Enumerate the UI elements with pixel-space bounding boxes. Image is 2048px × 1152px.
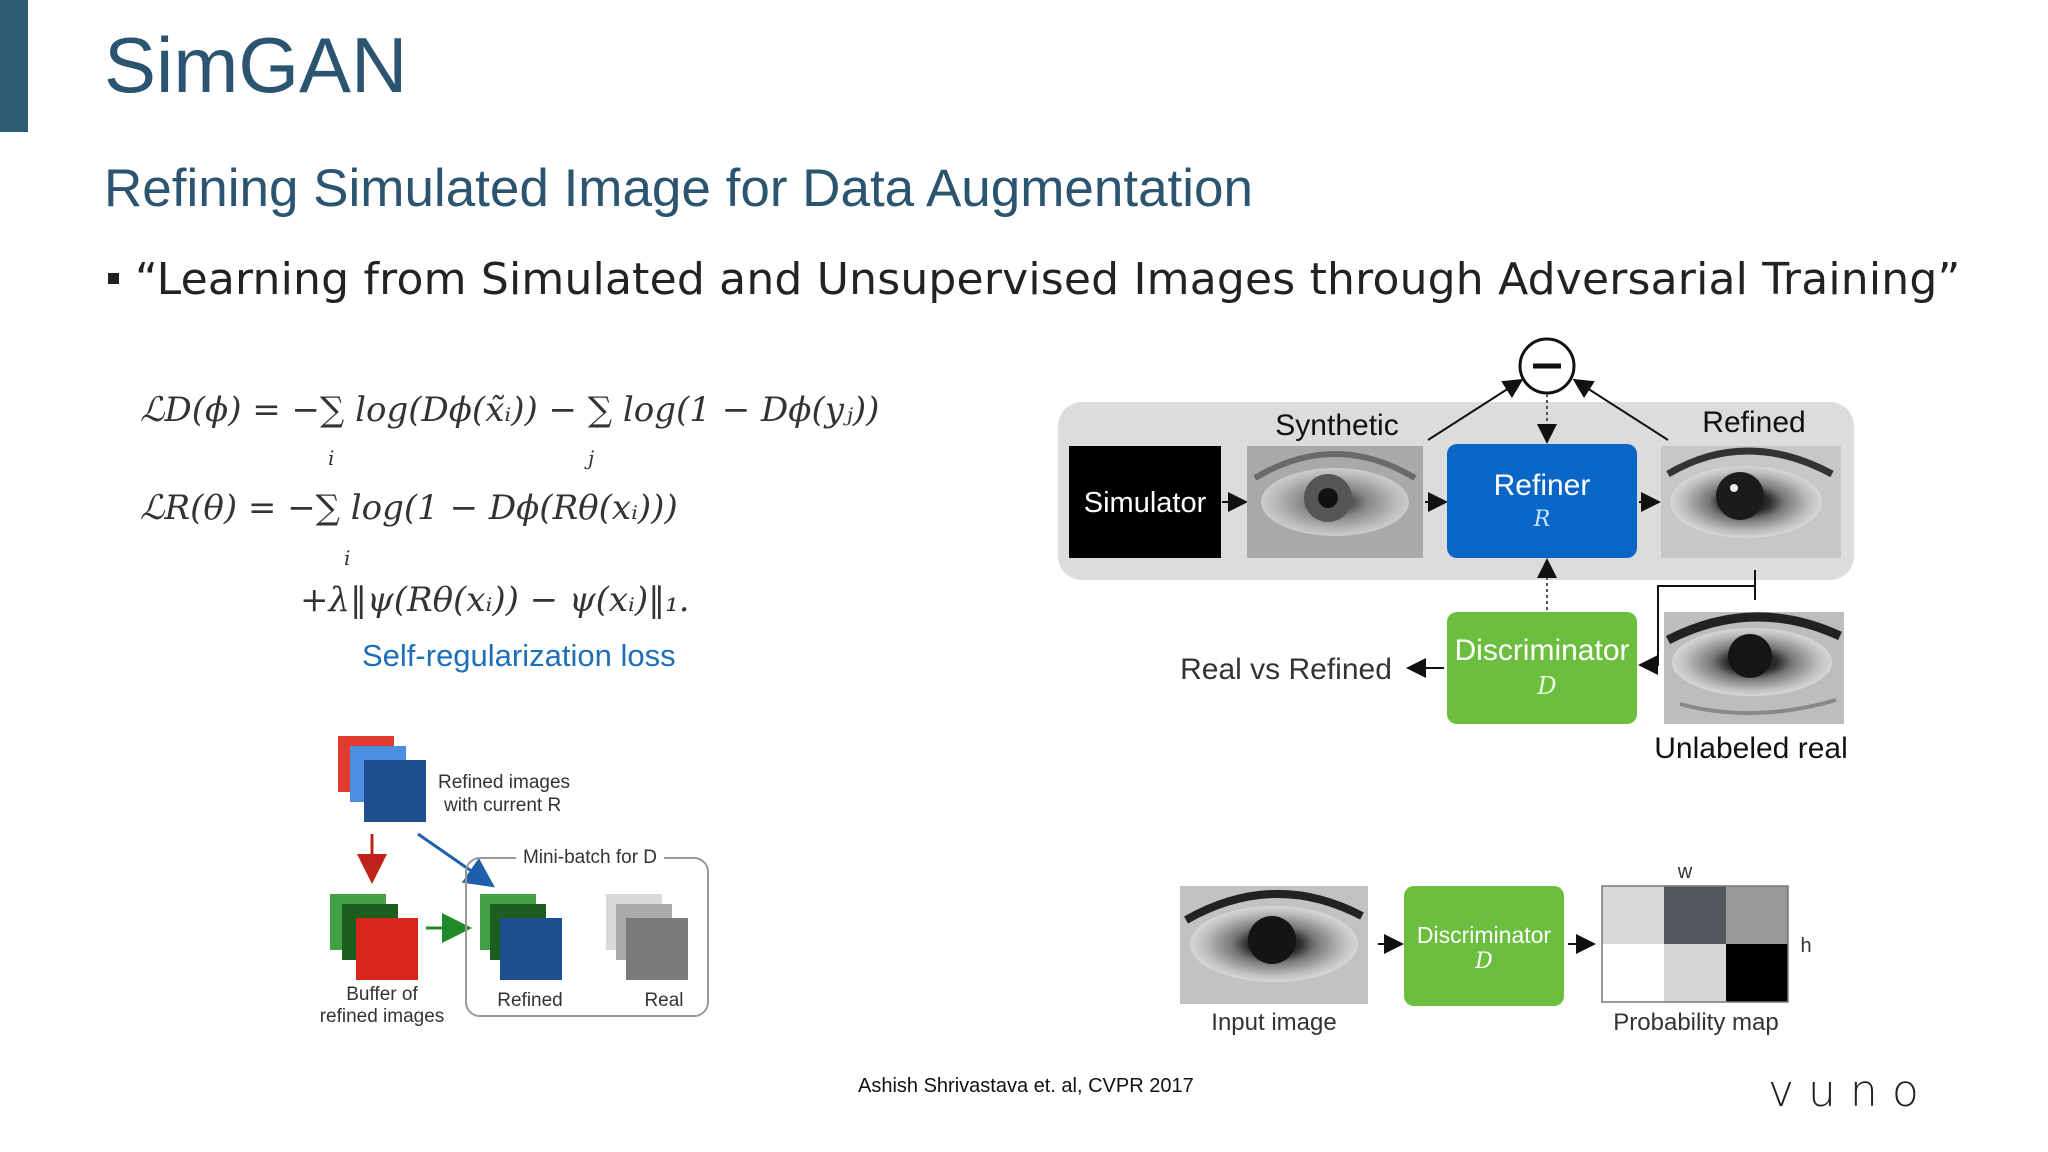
buffer-stack (330, 894, 418, 980)
local-discriminator-symbol: D (1474, 949, 1493, 974)
arrow-to-minibatch (417, 832, 495, 888)
minibatch-label: Mini-batch for D (523, 847, 657, 868)
map-height-label: h (1800, 935, 1811, 957)
simulator-label: Simulator (1084, 487, 1207, 519)
refined-eye-image (1661, 446, 1841, 558)
minibatch-refined-stack (480, 894, 562, 980)
equation-regularization: +λ‖ψ(Rθ(xᵢ)) − ψ(xᵢ)‖₁. (300, 580, 690, 620)
minibatch-real-caption: Real (644, 990, 683, 1011)
minibatch-real-stack (606, 894, 688, 980)
refined-images-caption-line1: Refined images (438, 772, 570, 793)
local-discriminator-label: Discriminator (1417, 922, 1552, 948)
synthetic-label: Synthetic (1275, 409, 1398, 442)
input-image-label: Input image (1211, 1009, 1336, 1036)
probability-map-grid (1601, 885, 1789, 1003)
unlabeled-real-eye-image (1664, 612, 1844, 724)
unlabeled-real-label: Unlabeled real (1654, 732, 1847, 765)
accent-bar (0, 0, 28, 132)
equation-loss-d-sub-i: i (328, 446, 335, 470)
discriminator-box (1447, 612, 1637, 724)
bullet-item: “Learning from Simulated and Unsupervise… (108, 254, 1961, 305)
minibatch-label-bg (516, 848, 664, 870)
input-eye-image (1180, 886, 1368, 1004)
self-regularization-label: Self-regularization loss (362, 638, 676, 673)
real-vs-refined-label: Real vs Refined (1180, 653, 1392, 686)
discriminator-label: Discriminator (1454, 634, 1629, 667)
equation-loss-d-sub-j: j (588, 446, 595, 470)
map-width-label: w (1677, 861, 1693, 883)
arrow-refined-to-minus (1572, 378, 1669, 441)
refiner-box (1447, 444, 1637, 558)
local-discriminator-box (1404, 886, 1564, 1006)
slide-title: SimGAN (104, 21, 408, 109)
bullet-square-icon (108, 272, 119, 284)
synthetic-eye-image (1247, 446, 1423, 558)
arrow-synthetic-to-minus (1427, 378, 1524, 441)
bullet-text: “Learning from Simulated and Unsupervise… (135, 254, 1961, 305)
equation-loss-d: ℒD(ϕ) = −∑ log(Dϕ(x̃ᵢ)) − ∑ log(1 − Dϕ(y… (140, 390, 880, 430)
citation: Ashish Shrivastava et. al, CVPR 2017 (858, 1075, 1194, 1097)
refiner-label: Refiner (1494, 469, 1591, 502)
refined-images-stack (338, 736, 426, 822)
refined-images-caption-line2: with current R (443, 795, 561, 816)
buffer-caption-line2: refined images (320, 1006, 445, 1027)
refiner-symbol: R (1533, 507, 1551, 532)
slide-subtitle: Refining Simulated Image for Data Augmen… (104, 159, 1253, 218)
equation-loss-r: ℒR(θ) = −∑ log(1 − Dϕ(Rθ(xᵢ))) (140, 488, 678, 528)
equation-loss-r-sub-i: i (344, 546, 351, 570)
refined-label: Refined (1702, 406, 1805, 439)
probability-map-label: Probability map (1613, 1009, 1778, 1036)
simulator-box (1069, 446, 1221, 558)
discriminator-symbol: D (1536, 672, 1556, 700)
vuno-logo: vuno (1768, 1066, 1933, 1117)
buffer-caption-line1: Buffer of (346, 984, 418, 1005)
minibatch-refined-caption: Refined (497, 990, 563, 1011)
